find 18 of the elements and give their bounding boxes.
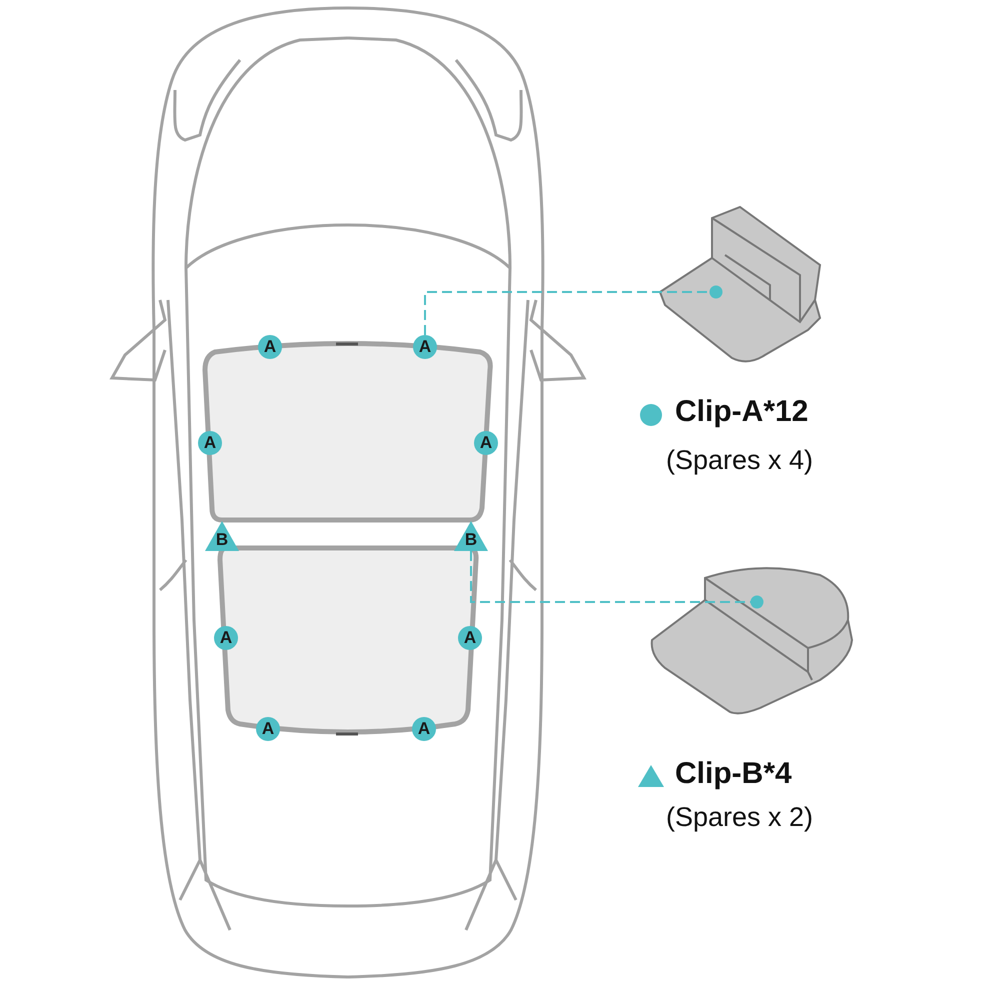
leader-line: [424, 286, 722, 335]
circle-marker: A: [214, 626, 238, 650]
note-text: (Spares x 2): [666, 802, 814, 833]
circle-marker: A: [198, 431, 222, 455]
circle-marker: A: [258, 335, 282, 359]
circle-marker: A: [458, 626, 482, 650]
clip-drawing: [650, 567, 853, 714]
circle-marker: A: [256, 717, 280, 741]
circle-marker: A: [412, 717, 436, 741]
legend-label: Clip-B*4: [675, 757, 792, 791]
clip-drawing: [659, 206, 821, 362]
triangle-marker: B: [205, 521, 239, 551]
note-text: (Spares x 4): [666, 445, 814, 476]
triangle-marker: B: [454, 521, 488, 551]
legend-label: Clip-A*12: [675, 395, 808, 429]
circle-marker: A: [413, 335, 437, 359]
circle-marker: A: [474, 431, 498, 455]
leader-line: [470, 551, 764, 608]
